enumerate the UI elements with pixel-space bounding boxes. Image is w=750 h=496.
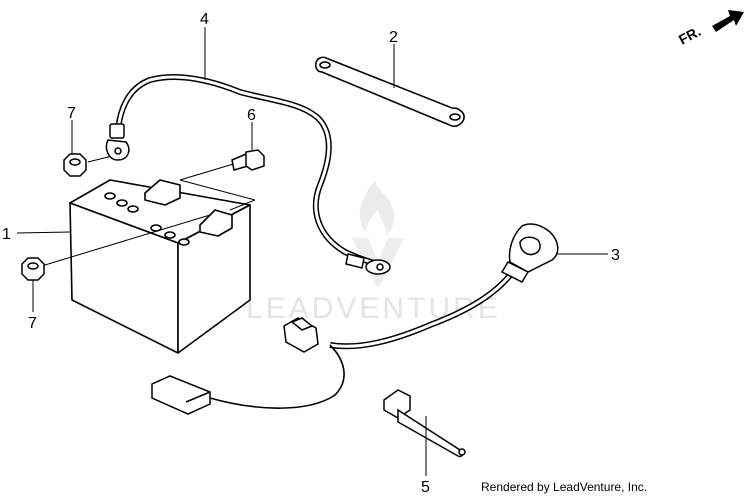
bolt (231, 149, 265, 171)
cable-4-lug-a (105, 123, 130, 161)
cable-4-lug-b (345, 253, 391, 275)
callout-1: 1 (2, 226, 11, 243)
callout-5: 5 (421, 479, 430, 496)
watermark-text: LEADVENTURE (246, 292, 501, 325)
direction-arrow-icon (712, 10, 744, 32)
credit-text: Rendered by LeadVenture, Inc. (481, 480, 648, 494)
cable-3 (209, 258, 523, 409)
cable-4 (115, 74, 379, 267)
cable-tie (383, 389, 466, 458)
connector (151, 375, 211, 415)
callout-4: 4 (200, 11, 209, 28)
watermark-flame-icon (359, 180, 395, 236)
callout-7-upper: 7 (67, 105, 76, 122)
nut-lower (21, 257, 45, 281)
strap (314, 56, 465, 128)
callout-leaders (16, 27, 608, 476)
nut-upper (63, 153, 87, 177)
cable-3-lug (500, 223, 559, 283)
callout-2: 2 (389, 29, 398, 46)
direction-label: FR. (676, 23, 703, 48)
watermark: LEADVENTURE (246, 180, 501, 325)
terminal-cover (283, 317, 319, 353)
battery (69, 179, 251, 354)
callout-6: 6 (247, 107, 256, 124)
direction-indicator: FR. (676, 10, 744, 48)
leader-lines (34, 153, 256, 269)
callout-3: 3 (611, 247, 620, 264)
callout-7-lower: 7 (28, 315, 37, 332)
